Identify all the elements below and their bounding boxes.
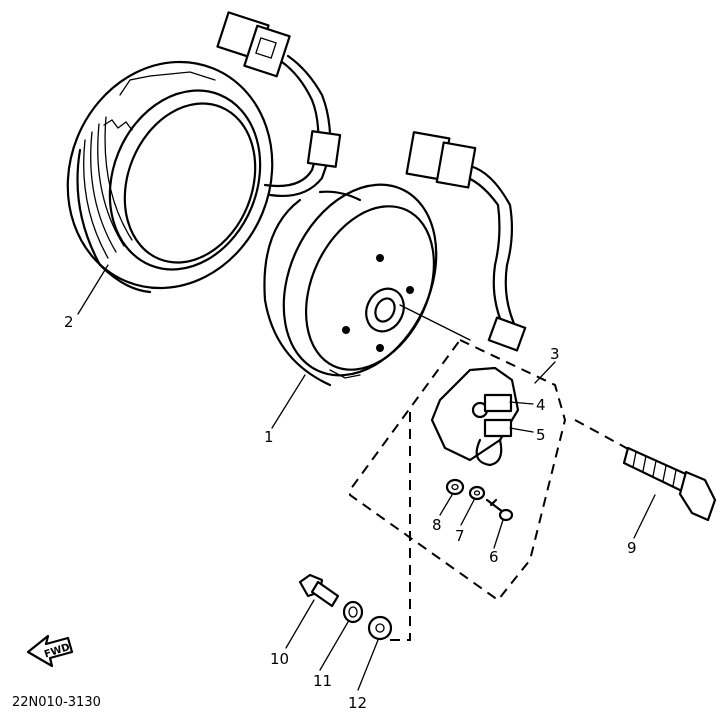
stator-wire — [216, 11, 342, 197]
callout-10: 10 — [270, 650, 289, 668]
screw-part — [485, 498, 514, 522]
assembly-outline — [349, 304, 631, 641]
plain-washer-part — [367, 615, 393, 641]
callout-2: 2 — [64, 313, 74, 331]
callout-4: 4 — [536, 396, 546, 414]
callout-7: 7 — [455, 527, 465, 545]
leader-lines — [77, 264, 656, 691]
callout-12: 12 — [348, 694, 367, 712]
callout-6: 6 — [489, 548, 499, 566]
callout-3: 3 — [550, 345, 560, 363]
pickup-assembly-part — [430, 366, 520, 467]
forward-arrow-icon: FWD — [26, 634, 74, 668]
callout-9: 9 — [627, 539, 637, 557]
rotor-part — [263, 183, 438, 387]
pickup-wire — [405, 131, 527, 352]
callout-8: 8 — [432, 516, 442, 534]
callout-1: 1 — [264, 428, 274, 446]
drawing-code: 22N010-3130 — [12, 695, 101, 710]
washer-part — [445, 478, 465, 496]
stator-part — [66, 60, 274, 294]
callout-11: 11 — [313, 672, 332, 690]
bolt-part — [298, 573, 340, 608]
lock-washer-part-2 — [342, 600, 364, 624]
rotor-bolt-part — [622, 446, 717, 522]
lock-washer-part — [468, 485, 486, 501]
callout-5: 5 — [536, 426, 546, 444]
